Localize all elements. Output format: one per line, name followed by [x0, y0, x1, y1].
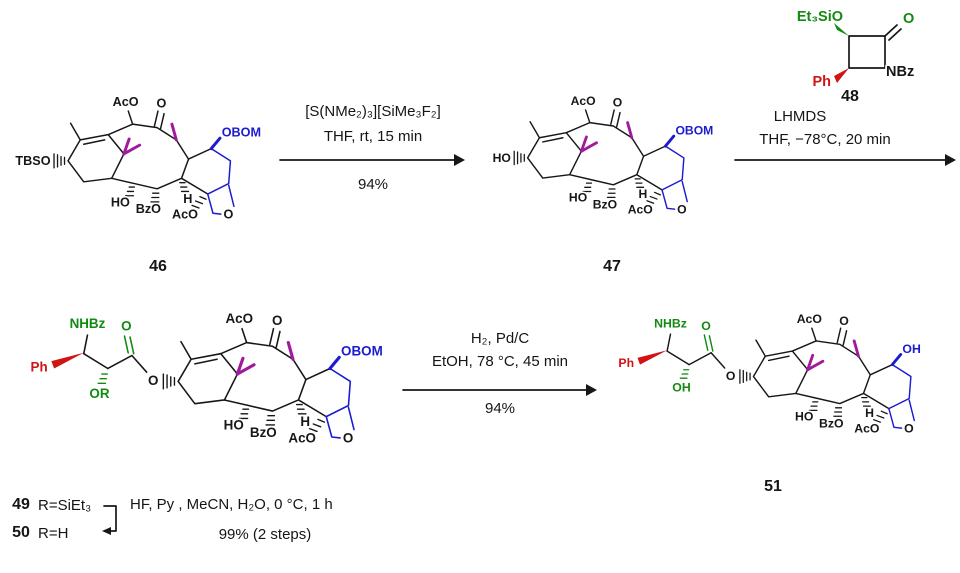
- compound-number-49: 49: [12, 496, 30, 513]
- label-ester-carbonyl-o: O: [701, 319, 711, 333]
- label-obom: OBOM: [675, 123, 713, 137]
- label-aco-bottom: AcO: [172, 207, 198, 221]
- label-aco-bottom: AcO: [628, 202, 653, 216]
- label-nhbz: NHBz: [654, 316, 687, 330]
- label-bzo: BzO: [250, 425, 277, 440]
- label-aco-top: AcO: [571, 94, 596, 108]
- label-oh-sidechain: OH: [672, 381, 691, 395]
- side-chain: NHBz Ph OH O O: [617, 315, 737, 396]
- compound-number-50: 50: [12, 524, 30, 541]
- structure-49: NHBz Ph OR O O AcO O OBOM HO BzO AcO H O: [29, 310, 384, 448]
- label-bzo: BzO: [819, 416, 844, 430]
- structure-48: Et₃SiO O NBz Ph: [795, 7, 916, 92]
- label-oxetane-o: O: [343, 431, 353, 446]
- label-obom: OBOM: [341, 344, 383, 359]
- label-h: H: [300, 414, 310, 429]
- compound-number-46: 46: [149, 258, 167, 275]
- structure-46: TBSO AcO O OBOM HO BzO AcO H O: [14, 93, 263, 223]
- label-nhbz: NHBz: [70, 316, 106, 331]
- label-ph: Ph: [812, 74, 831, 90]
- r-group-50: R=H: [38, 525, 69, 542]
- step3-yield: 94%: [484, 400, 516, 417]
- compound-number-48: 48: [841, 88, 859, 105]
- label-aco-top: AcO: [225, 311, 253, 326]
- label-ketone-o: O: [613, 96, 622, 110]
- step4-conditions: HF, Py , MeCN, H₂O, 0 °C, 1 h: [130, 496, 333, 513]
- label-ho-left: HO: [493, 151, 511, 165]
- label-ho: HO: [224, 418, 244, 433]
- label-oxetane-o: O: [677, 202, 686, 216]
- label-oxetane-o: O: [904, 421, 914, 435]
- label-ketone-o: O: [157, 97, 167, 111]
- conversion-arrow-49-to-50: [102, 505, 117, 535]
- step1-yield: 94%: [357, 176, 389, 193]
- reaction-arrow-2: [734, 154, 956, 166]
- label-aco-top: AcO: [797, 312, 823, 326]
- label-tbso: TBSO: [15, 154, 50, 168]
- label-bzo: BzO: [593, 197, 617, 211]
- label-h: H: [183, 192, 192, 206]
- label-ester-carbonyl-o: O: [121, 319, 131, 334]
- label-aco-bottom: AcO: [854, 421, 880, 435]
- label-oxetane-o: O: [223, 207, 233, 221]
- label-ph: Ph: [618, 356, 634, 370]
- step2-base: LHMDS: [773, 108, 827, 125]
- label-aco-bottom: AcO: [288, 431, 316, 446]
- label-lactam-o: O: [903, 11, 914, 27]
- label-ester-o: O: [148, 373, 158, 388]
- side-chain: NHBz Ph OR O O: [29, 314, 160, 403]
- label-ketone-o: O: [839, 314, 849, 328]
- step3-reagent: H₂, Pd/C: [470, 330, 530, 347]
- step4-yield: 99% (2 steps): [218, 526, 312, 543]
- label-ho: HO: [795, 410, 814, 424]
- label-et3sio: Et₃SiO: [797, 9, 843, 25]
- label-ketone-o: O: [272, 313, 282, 328]
- label-or: OR: [89, 386, 109, 401]
- label-h: H: [639, 187, 648, 201]
- step3-solvent: EtOH, 78 °C, 45 min: [431, 353, 569, 370]
- label-ho: HO: [111, 195, 130, 209]
- compound-number-51: 51: [764, 478, 782, 495]
- structure-47: HO AcO O OBOM HO BzO AcO H O: [491, 93, 715, 218]
- reaction-arrow-3: [402, 384, 597, 396]
- label-oh-c7: OH: [902, 342, 921, 356]
- label-ph: Ph: [31, 359, 48, 374]
- compound-number-47: 47: [603, 258, 621, 275]
- reaction-arrow-1: [279, 154, 465, 166]
- label-nbz: NBz: [886, 64, 914, 80]
- r-group-49: R=SiEt₃: [38, 497, 92, 514]
- label-h: H: [865, 406, 874, 420]
- structure-51: NHBz Ph OH O O AcO O OH HO BzO AcO H O: [617, 311, 923, 437]
- label-aco-top: AcO: [113, 95, 139, 109]
- step1-reagent: [S(NMe₂)₃][SiMe₃F₂]: [305, 103, 441, 120]
- label-obom: OBOM: [222, 125, 261, 139]
- step2-solvent: THF, −78°C, 20 min: [759, 131, 891, 148]
- label-bzo: BzO: [136, 202, 161, 216]
- label-ester-o: O: [726, 369, 736, 383]
- label-ho: HO: [569, 191, 587, 205]
- step1-solvent: THF, rt, 15 min: [323, 128, 423, 145]
